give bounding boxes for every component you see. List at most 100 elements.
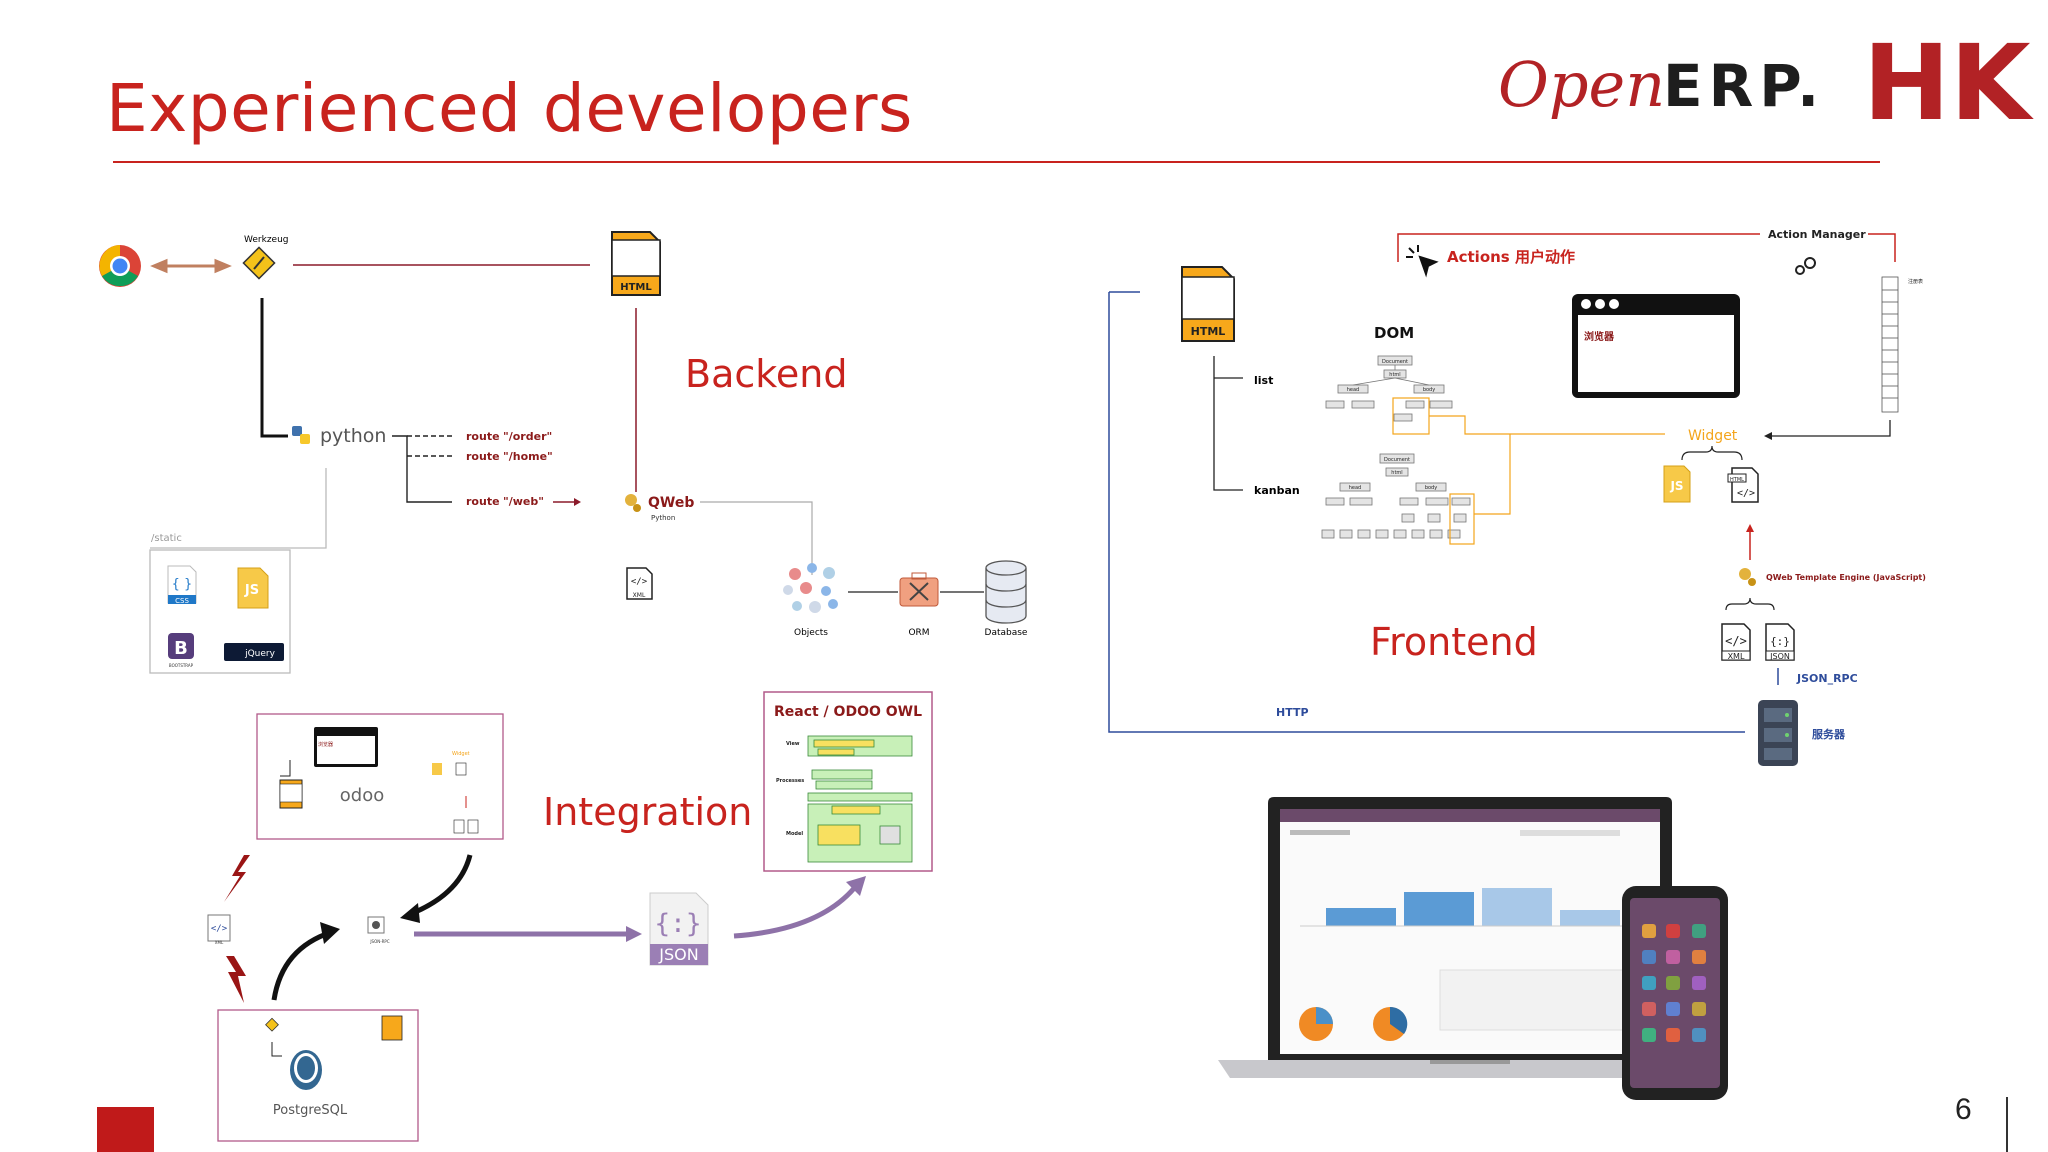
svg-text:{:}: {:}	[655, 909, 702, 939]
xml-file-icon: </> XML	[1721, 623, 1751, 661]
server-label: 服务器	[1812, 727, 1846, 741]
jquery-icon: jQuery	[224, 643, 284, 661]
werkzeug-small-icon	[265, 1017, 279, 1032]
html-code-file-icon: HTML </>	[1727, 467, 1759, 503]
registry-stack	[1881, 276, 1899, 413]
python-label: python	[320, 425, 386, 447]
json-rpc-label: JSON_RPC	[1796, 672, 1858, 685]
xml-file-icon: </> XML	[626, 567, 653, 600]
svg-text:</>: </>	[211, 924, 228, 934]
page-number-divider	[2006, 1097, 2008, 1152]
react-architecture-diagram	[807, 735, 913, 863]
integration-heading: Integration	[543, 790, 753, 834]
html-label: HTML	[620, 282, 652, 293]
werkzeug-icon	[242, 246, 276, 280]
backend-heading: Backend	[685, 352, 848, 396]
xml-label: XML	[215, 940, 224, 945]
xml-label: XML	[1728, 652, 1745, 661]
html-file-icon: HTML	[611, 231, 661, 296]
orm-label: ORM	[908, 628, 929, 638]
json-big-label: JSON	[658, 945, 698, 964]
server-icon	[1758, 700, 1798, 766]
svg-text:</>: </>	[1725, 634, 1747, 648]
orm-toolbox-icon	[899, 572, 939, 607]
route-path: "/home"	[503, 450, 553, 463]
css-icon: { } CSS	[167, 565, 197, 605]
xml-small-icon: </> XML	[207, 914, 231, 945]
database-label: Database	[985, 628, 1028, 638]
mini-browser-label: 浏览器	[318, 741, 333, 748]
dom-tree-2	[1321, 453, 1471, 539]
postgresql-elephant-icon	[290, 1050, 322, 1090]
database-icon	[985, 560, 1027, 624]
tree-node-html: html	[1389, 372, 1400, 378]
qweb-gear-icon	[1739, 568, 1756, 586]
html-file-icon: HTML	[1181, 266, 1235, 342]
list-label: list	[1254, 374, 1273, 387]
tree-node-body: body	[1425, 485, 1437, 491]
qweb-gear-icon	[625, 494, 641, 512]
bidirectional-arrow	[150, 258, 232, 274]
bootstrap-label: BOOTSTRAP	[169, 663, 194, 668]
mini-widget-label: Widget	[452, 751, 470, 757]
react-owl-title: React / ODOO OWL	[774, 704, 922, 720]
json-label: JSON	[1769, 652, 1790, 661]
js-icon: JS	[237, 567, 269, 609]
tree-node-body: body	[1423, 387, 1435, 393]
xml-label: XML	[633, 592, 646, 599]
route-list: route "/order" route "/home" route "/web…	[466, 430, 553, 508]
route-path: "/order"	[503, 430, 552, 443]
gears-icon	[1795, 257, 1816, 275]
svg-text:</>: </>	[631, 577, 648, 587]
static-label: /static	[151, 533, 182, 544]
tree-node-html: html	[1391, 470, 1402, 476]
svg-text:{ }: { }	[172, 577, 193, 592]
tree-node-head: head	[1349, 485, 1361, 491]
action-manager-label: Action Manager	[1768, 228, 1866, 241]
json-file-icon: {:} JSON	[1765, 623, 1795, 661]
registry-label: 注册表	[1908, 278, 1923, 285]
objects-icon	[783, 563, 838, 613]
html-label: HTML	[1191, 325, 1226, 338]
qweb-sub-label: Python	[651, 514, 675, 522]
tree-node-document: Document	[1384, 457, 1410, 463]
frontend-heading: Frontend	[1370, 620, 1538, 664]
openerp-hk-logo: Open ERP. HK	[1498, 22, 2031, 144]
tree-node-document: Document	[1382, 359, 1408, 365]
odoo-frontend-box	[256, 713, 504, 840]
logo-hk-text: HK	[1863, 22, 2031, 144]
python-icon	[292, 426, 310, 444]
chrome-icon	[99, 245, 141, 287]
react-row-model: Model	[786, 831, 803, 837]
js-file-icon: JS	[1663, 465, 1691, 503]
objects-label: Objects	[794, 628, 828, 638]
qweb-engine-label: QWeb Template Engine (JavaScript)	[1766, 573, 1926, 582]
jquery-label: jQuery	[244, 649, 276, 659]
laptop-screenshot	[1218, 797, 1724, 1078]
dom-tree-1	[1325, 355, 1453, 422]
react-row-view: View	[786, 741, 800, 747]
svg-text:B: B	[174, 638, 188, 659]
page-title: Experienced developers	[106, 70, 913, 147]
lightning-bolt-icon	[224, 855, 250, 1003]
werkzeug-label: Werkzeug	[244, 235, 289, 245]
mini-html-icon	[279, 779, 303, 809]
json-rpc-small-label: JSON-RPC	[369, 939, 389, 944]
postgresql-label: PostgreSQL	[273, 1103, 348, 1118]
browser-window-icon	[1572, 294, 1740, 398]
html-label: HTML	[1730, 477, 1744, 483]
http-label: HTTP	[1276, 706, 1309, 719]
cursor-click-icon	[1406, 245, 1439, 278]
mini-browser-icon	[314, 727, 378, 767]
logo-erp-text: ERP.	[1663, 52, 1826, 120]
odoo-logo: odoo	[340, 785, 384, 806]
json-rpc-icon	[367, 916, 385, 934]
footer-red-square	[97, 1107, 154, 1152]
route-label: route	[466, 430, 500, 443]
browser-label: 浏览器	[1584, 330, 1615, 343]
svg-text:</>: </>	[1737, 488, 1755, 499]
mini-html-icon	[381, 1015, 403, 1041]
js-label: JS	[1669, 479, 1683, 493]
js-label: JS	[244, 583, 259, 598]
